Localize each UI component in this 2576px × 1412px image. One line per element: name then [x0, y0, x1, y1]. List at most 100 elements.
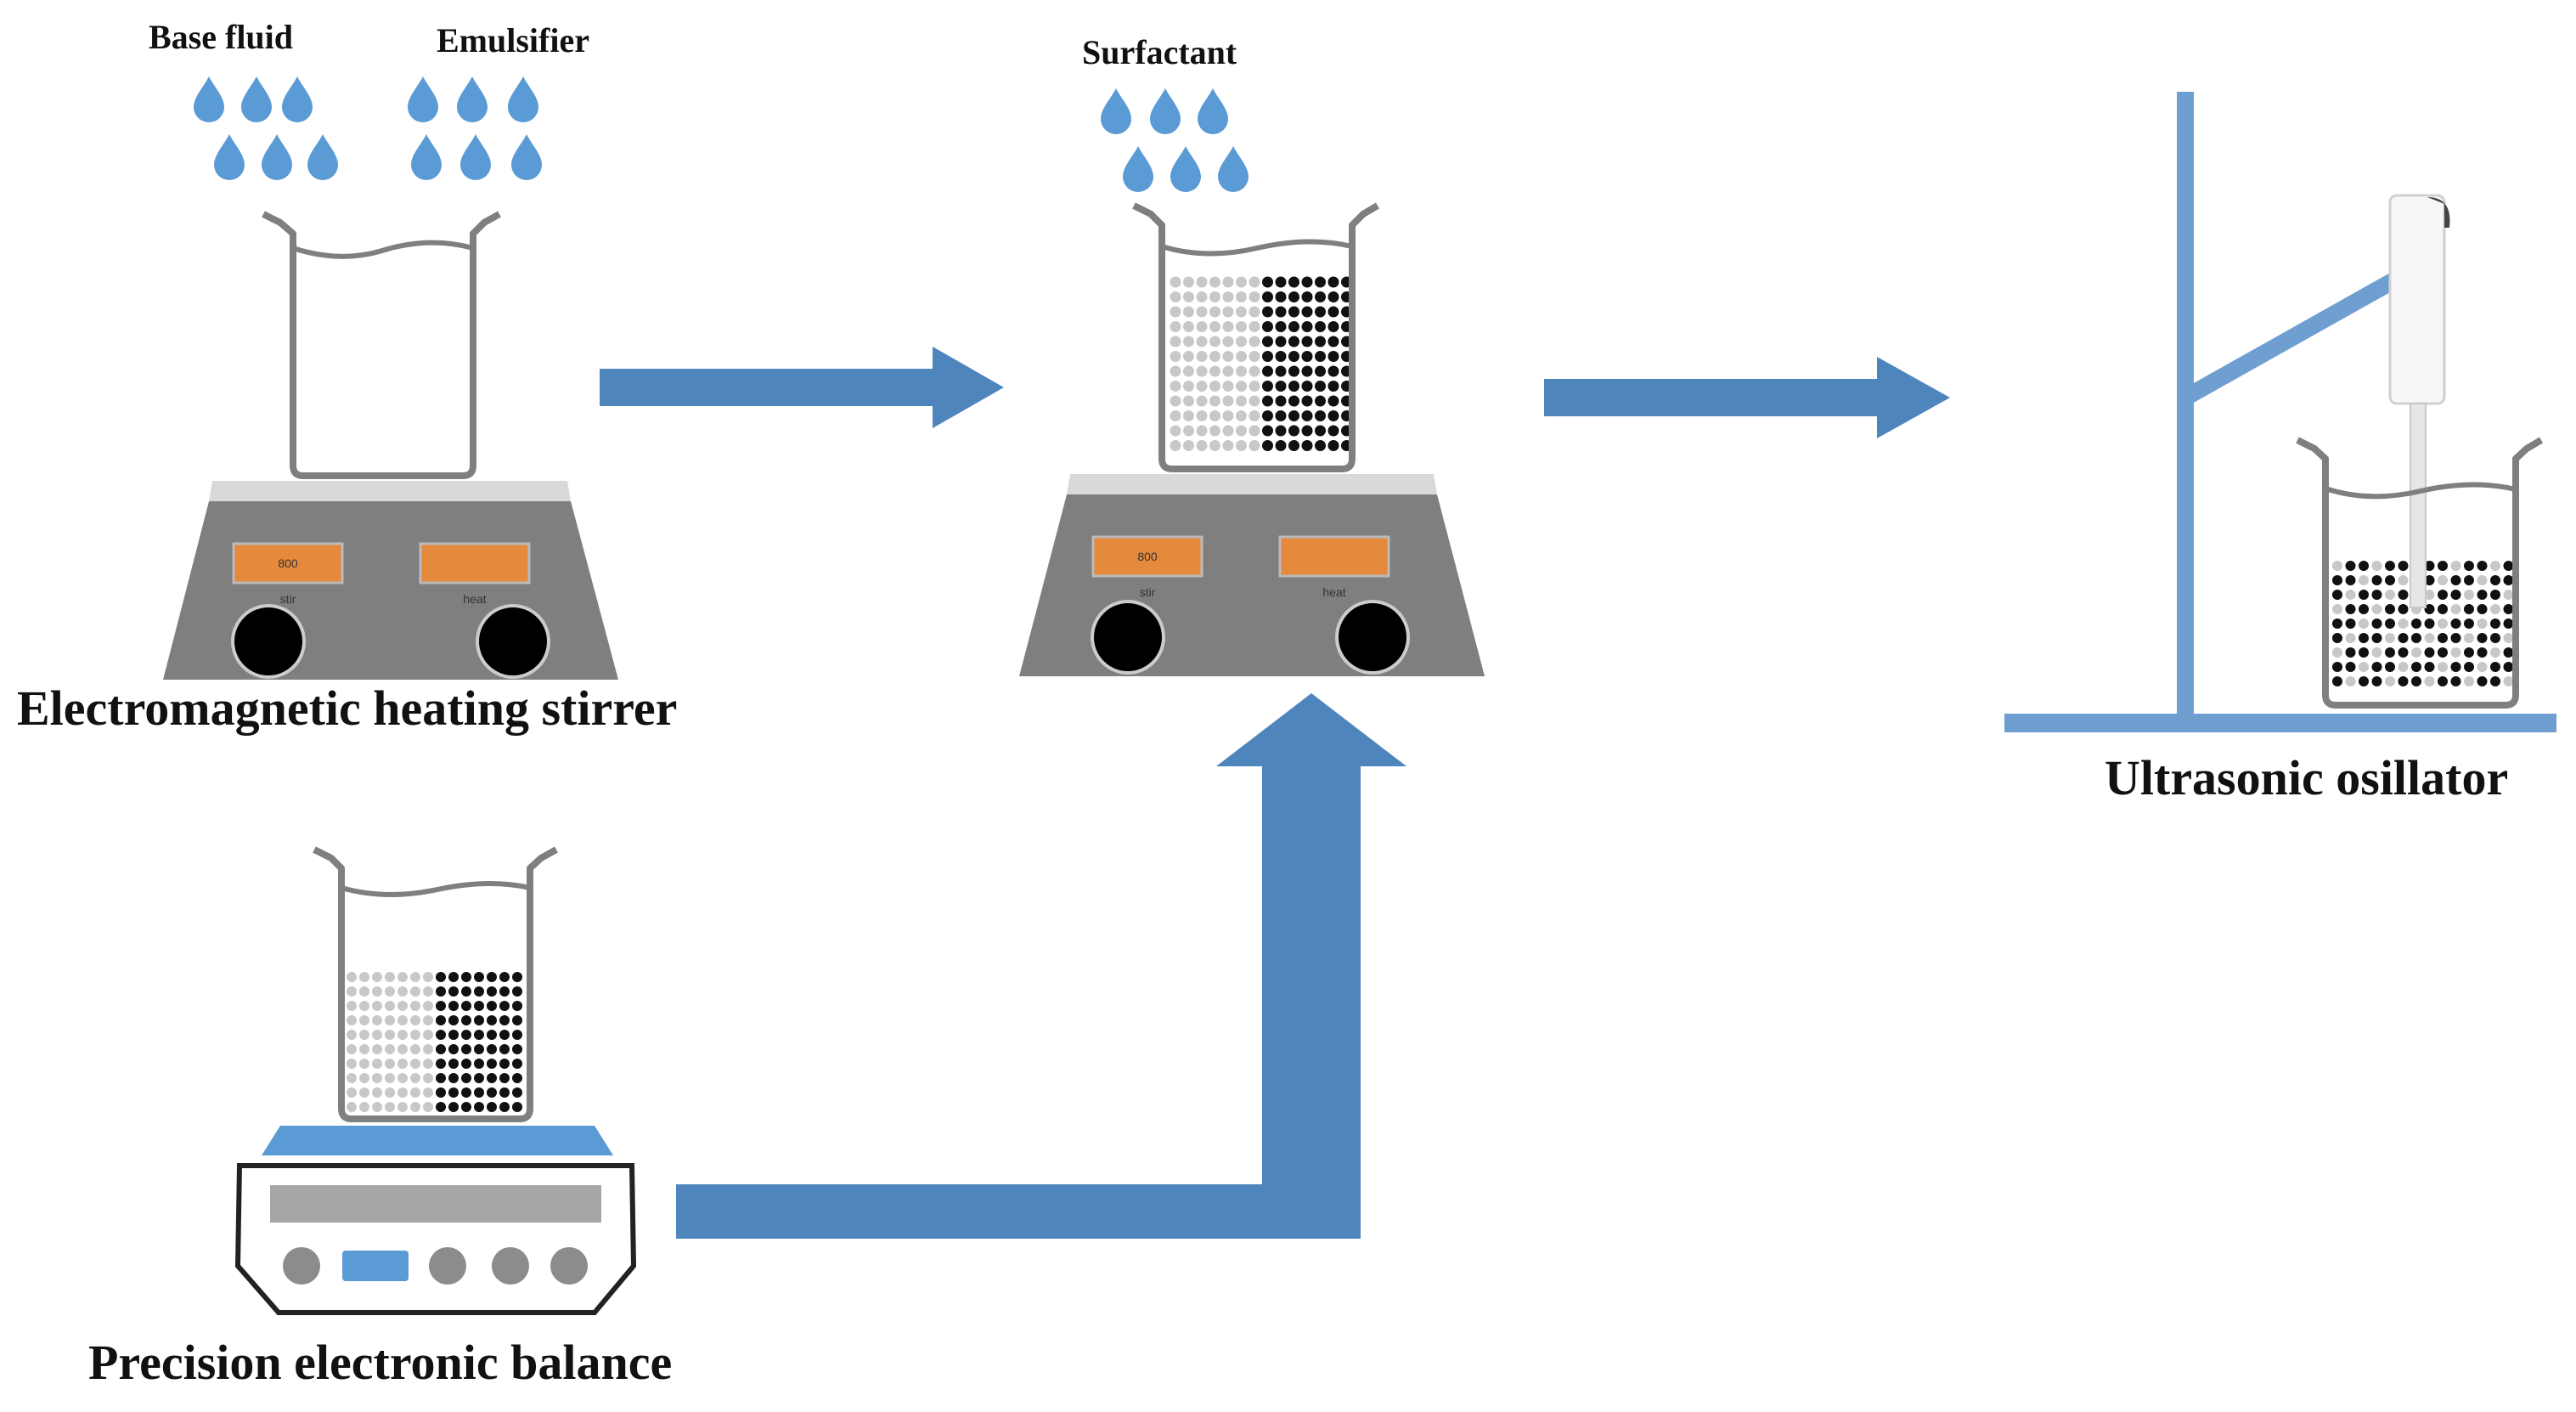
particle-dot: [1315, 351, 1326, 362]
particle-dot: [1249, 336, 1260, 347]
particle-dot: [1301, 291, 1313, 302]
base-fluid-drops-icon: [194, 76, 338, 180]
particle-dot: [461, 1001, 471, 1011]
particle-dot: [2359, 662, 2369, 672]
particle-dot: [1196, 365, 1208, 377]
water-drop-icon: [511, 134, 542, 180]
surfactant-drops-icon: [1101, 88, 1249, 192]
particle-dot: [2345, 561, 2356, 571]
particle-dot: [423, 1073, 433, 1083]
particle-dot: [461, 986, 471, 997]
particle-dot: [2503, 590, 2514, 600]
particle-dot: [1327, 306, 1339, 318]
particle-dot: [2385, 647, 2395, 658]
particle-dot: [1196, 321, 1208, 332]
particle-dot: [372, 1015, 382, 1025]
oscillator-label: Ultrasonic osillator: [2105, 750, 2509, 805]
particle-dot: [1170, 351, 1181, 362]
particle-dot: [2464, 604, 2474, 614]
particle-dot: [2398, 575, 2409, 585]
particle-dot: [499, 1059, 510, 1069]
particle-dot: [474, 1059, 484, 1069]
particle-dot: [2424, 618, 2435, 629]
stirrer-1-display-value: 800: [278, 556, 298, 570]
particle-dot: [1222, 395, 1234, 407]
particle-dot: [2371, 662, 2382, 672]
water-drop-icon: [457, 76, 488, 122]
particle-dot: [1183, 336, 1194, 347]
particle-dot: [499, 1001, 510, 1011]
particle-dot: [385, 1030, 395, 1040]
particle-dot: [359, 1059, 369, 1069]
particle-dot: [1275, 306, 1287, 318]
particle-dot: [2464, 676, 2474, 686]
particle-dot: [359, 972, 369, 982]
particle-dot: [474, 1087, 484, 1098]
particle-dot: [487, 1102, 497, 1112]
stand-pole: [2177, 92, 2194, 725]
particle-dot: [2359, 575, 2369, 585]
particle-dot: [2424, 676, 2435, 686]
particle-dot: [487, 1001, 497, 1011]
particle-dot: [410, 1015, 420, 1025]
particle-dot: [1222, 276, 1234, 288]
particle-dot: [474, 1102, 484, 1112]
particle-dot: [2345, 662, 2356, 672]
particle-dot: [1327, 291, 1339, 302]
water-drop-icon: [1101, 88, 1131, 134]
water-drop-icon: [1150, 88, 1181, 134]
particle-dot: [385, 1059, 395, 1069]
particle-dot: [1183, 410, 1194, 421]
particle-dot: [2477, 604, 2488, 614]
particle-dot: [397, 1030, 408, 1040]
particle-dot: [2385, 662, 2395, 672]
particle-dot: [1170, 321, 1181, 332]
particle-dot: [410, 1102, 420, 1112]
particle-dot: [1222, 381, 1234, 392]
particle-dot: [2371, 676, 2382, 686]
particle-dot: [1236, 425, 1247, 437]
particle-dot: [1327, 381, 1339, 392]
particle-dot: [1222, 365, 1234, 377]
stand-arm: [2181, 263, 2416, 405]
particle-dot: [2332, 618, 2342, 629]
particle-dot: [1262, 321, 1273, 332]
particle-dot: [2411, 676, 2421, 686]
particle-dot: [2398, 618, 2409, 629]
particle-dot: [1236, 365, 1247, 377]
particle-dot: [1327, 425, 1339, 437]
particle-dot: [2371, 590, 2382, 600]
water-drop-icon: [241, 76, 272, 122]
emulsifier-label: Emulsifier: [437, 21, 589, 59]
particle-dot: [487, 1044, 497, 1054]
particle-dot: [2411, 618, 2421, 629]
particle-dot: [2438, 604, 2448, 614]
particle-dot: [1170, 365, 1181, 377]
particle-dot: [487, 1030, 497, 1040]
base-fluid-label: Base fluid: [149, 18, 294, 56]
particle-dot: [1315, 425, 1326, 437]
particle-dot: [1288, 291, 1299, 302]
particle-dot: [2490, 618, 2500, 629]
stirrer-1-stir-label: stir: [280, 592, 296, 606]
particle-dot: [2438, 575, 2448, 585]
particle-dot: [410, 1030, 420, 1040]
heat-knob-icon: [1335, 600, 1410, 675]
particle-dot: [1262, 440, 1273, 451]
particle-dot: [1236, 306, 1247, 318]
particle-dot: [2332, 633, 2342, 643]
particle-dot: [2450, 561, 2461, 571]
particle-dot: [1275, 351, 1287, 362]
arrow-right-icon: [1544, 357, 1950, 438]
particle-dot: [1222, 351, 1234, 362]
particle-dot: [347, 972, 357, 982]
particle-dot: [2450, 618, 2461, 629]
particle-dot: [474, 1044, 484, 1054]
particle-dot: [2438, 618, 2448, 629]
particle-dot: [385, 1087, 395, 1098]
particle-dot: [385, 1102, 395, 1112]
particle-dot: [1301, 440, 1313, 451]
particle-dot: [347, 1102, 357, 1112]
particle-dot: [1222, 425, 1234, 437]
particle-dot: [2411, 662, 2421, 672]
